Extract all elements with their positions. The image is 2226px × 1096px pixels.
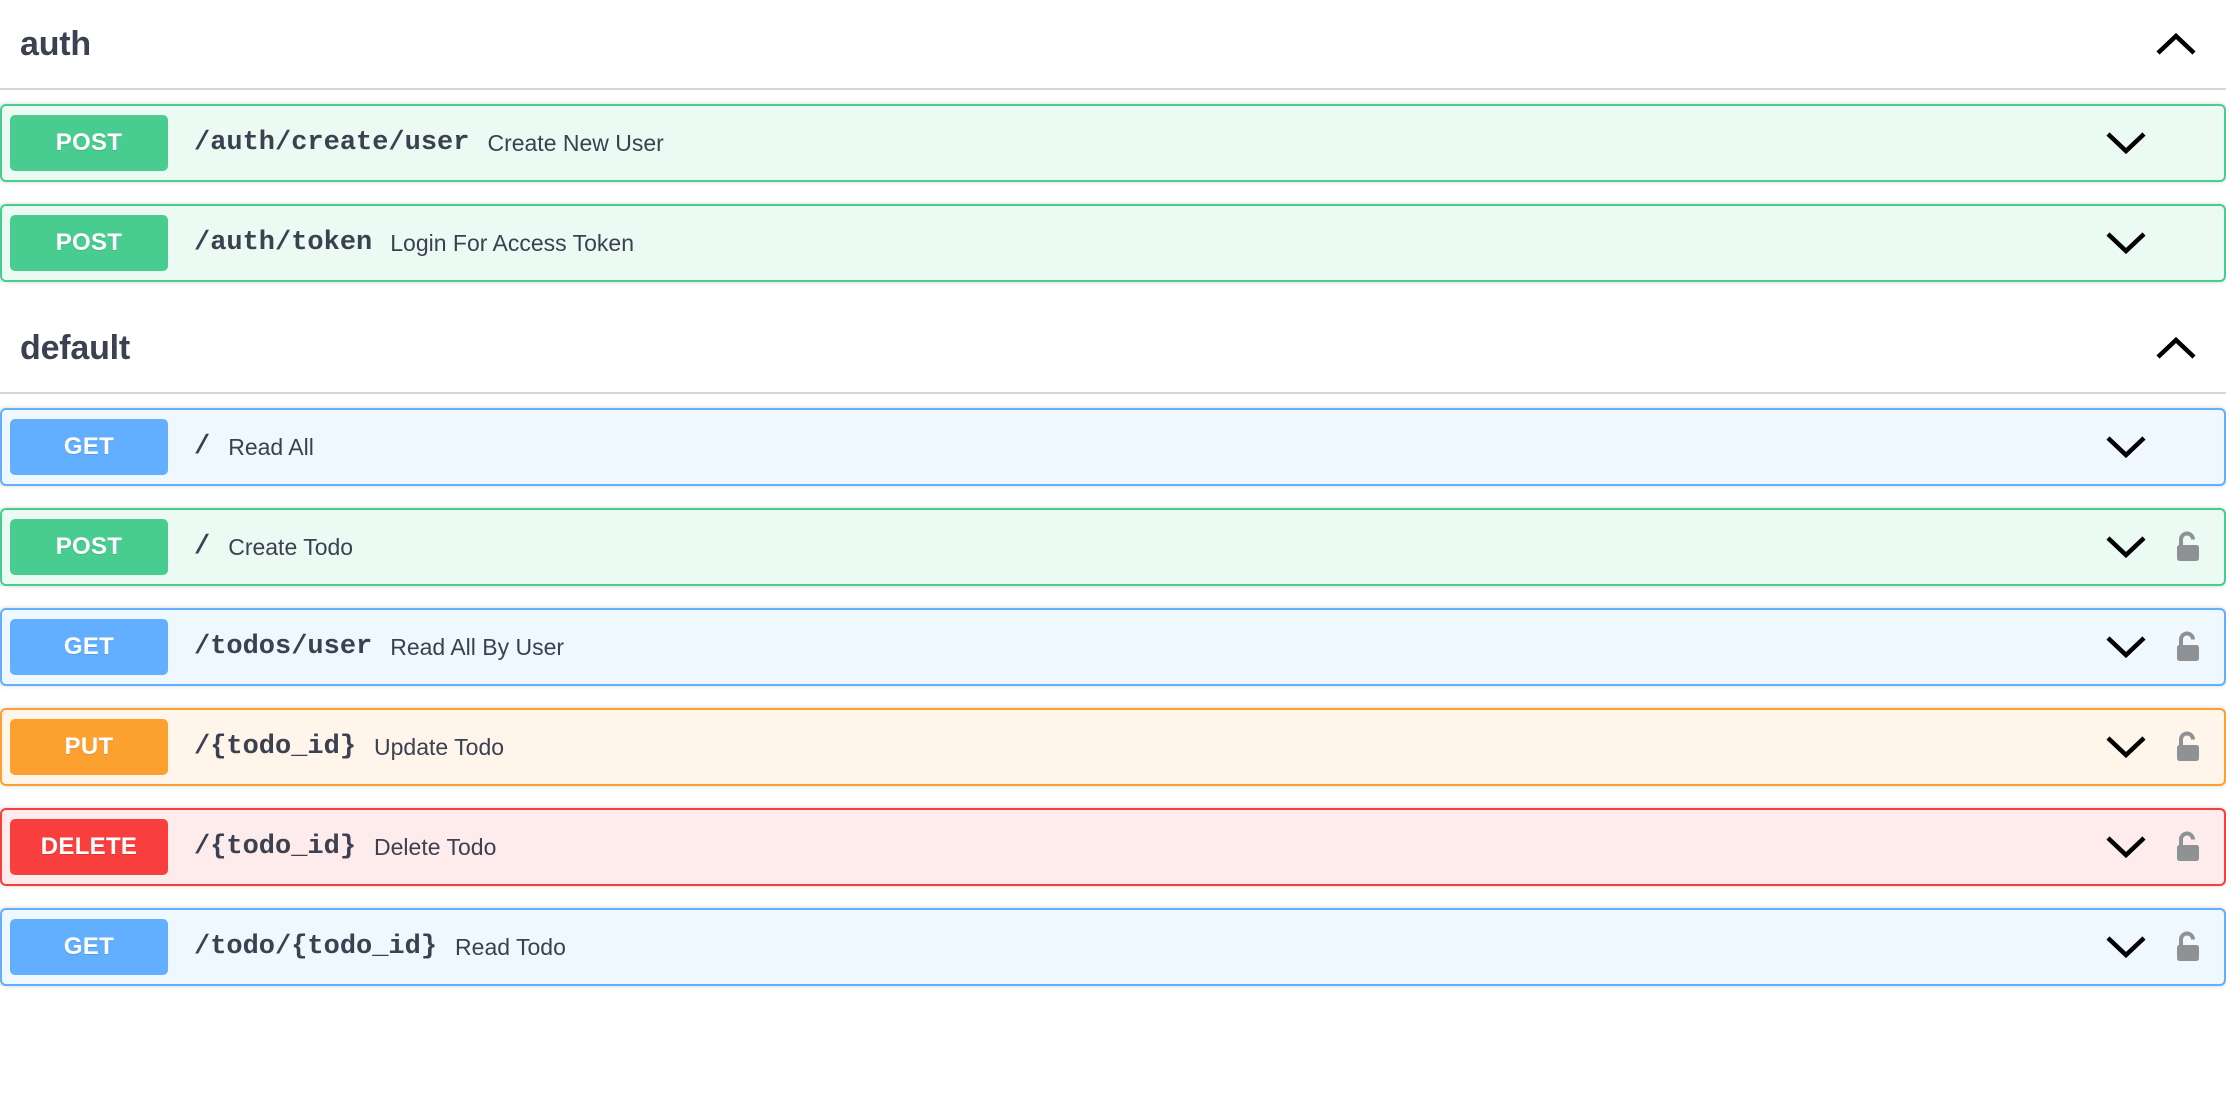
unlock-icon[interactable] [2166,621,2210,673]
http-method-badge: PUT [10,719,168,775]
chevron-down-icon[interactable] [2100,117,2152,169]
operation-post-/auth/create/user[interactable]: POST/auth/create/user Create New User [0,104,2226,182]
http-method-badge: POST [10,115,168,171]
chevron-down-icon[interactable] [2100,921,2152,973]
operation-summary[interactable]: PUT /{todo_id} Update Todo [2,710,2224,784]
operation-path: /auth/token [194,228,373,258]
operation-summary[interactable]: POST/auth/create/user Create New User [2,106,2224,180]
operation-description: Read All By User [390,633,565,660]
tag-name: auth [20,24,91,63]
operation-path: /todos/user [194,632,373,662]
chevron-down-icon[interactable] [2100,721,2152,773]
unlock-icon[interactable] [2166,521,2210,573]
tag-name: default [20,328,131,367]
http-method-badge: GET [10,419,168,475]
http-method-badge: DELETE [10,819,168,875]
operation-path: /auth/create/user [194,128,470,158]
http-method-badge: POST [10,215,168,271]
tag-header-default[interactable]: default [0,304,2226,394]
chevron-down-icon[interactable] [2100,421,2152,473]
operation-post-/auth/token[interactable]: POST/auth/token Login For Access Token [0,204,2226,282]
unlock-icon[interactable] [2166,721,2210,773]
operation-get-/todo/{todo_id}[interactable]: GET/todo/{todo_id} Read Todo [0,908,2226,986]
operation-summary[interactable]: GET / Read All [2,410,2224,484]
operation-description: Update Todo [374,733,505,760]
http-method-badge: GET [10,619,168,675]
chevron-up-icon[interactable] [2156,24,2196,64]
operation-delete-/{todo_id}[interactable]: DELETE /{todo_id} Delete Todo [0,808,2226,886]
unlock-icon[interactable] [2166,821,2210,873]
operation-summary[interactable]: POST / Create Todo [2,510,2224,584]
operation-description: Create New User [487,129,664,156]
tag-header-auth[interactable]: auth [0,0,2226,90]
operation-get-/[interactable]: GET / Read All [0,408,2226,486]
chevron-up-icon[interactable] [2156,328,2196,368]
chevron-down-icon[interactable] [2100,217,2152,269]
operation-path: /{todo_id} [194,832,357,862]
operation-description: Delete Todo [374,833,497,860]
operation-path: / [194,532,211,562]
operation-summary[interactable]: GET/todos/user Read All By User [2,610,2224,684]
operation-path: /todo/{todo_id} [194,932,438,962]
chevron-down-icon[interactable] [2100,821,2152,873]
chevron-down-icon[interactable] [2100,621,2152,673]
operation-description: Read All [228,433,314,460]
operation-path: /{todo_id} [194,732,357,762]
http-method-badge: POST [10,519,168,575]
operation-post-/[interactable]: POST / Create Todo [0,508,2226,586]
operation-summary[interactable]: POST/auth/token Login For Access Token [2,206,2224,280]
operation-description: Read Todo [455,933,566,960]
operation-put-/{todo_id}[interactable]: PUT /{todo_id} Update Todo [0,708,2226,786]
operation-get-/todos/user[interactable]: GET/todos/user Read All By User [0,608,2226,686]
operation-description: Login For Access Token [390,229,635,256]
chevron-down-icon[interactable] [2100,521,2152,573]
operation-description: Create Todo [228,533,354,560]
operation-path: / [194,432,211,462]
unlock-icon[interactable] [2166,921,2210,973]
http-method-badge: GET [10,919,168,975]
operation-summary[interactable]: DELETE /{todo_id} Delete Todo [2,810,2224,884]
operation-summary[interactable]: GET/todo/{todo_id} Read Todo [2,910,2224,984]
